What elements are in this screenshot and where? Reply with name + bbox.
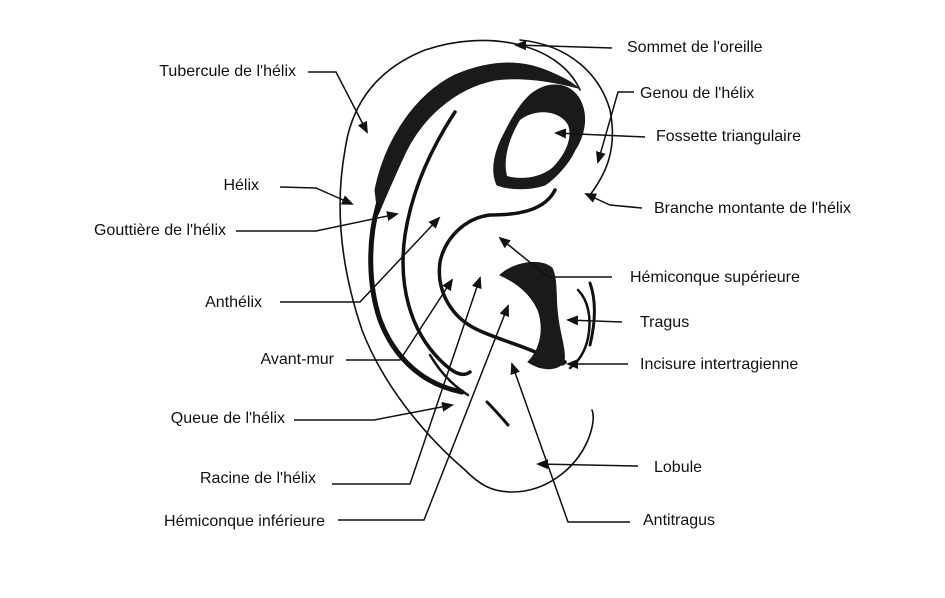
- ear-rim-right: [519, 39, 614, 196]
- pointer-helix: [279, 186, 354, 205]
- label-antitragus: Antitragus: [643, 512, 715, 529]
- pointer-avant-mur: [346, 278, 454, 361]
- helix-left-line: [368, 202, 465, 395]
- helix-tail-mark: [485, 400, 510, 427]
- pointer-queue: [294, 401, 454, 421]
- pointer-antitragus: [510, 362, 630, 523]
- pointer-anthelix: [280, 216, 441, 303]
- ear-outer-contour: [339, 39, 594, 493]
- label-avant-mur: Avant-mur: [260, 351, 334, 368]
- label-lobule: Lobule: [654, 459, 702, 476]
- pointer-hemiconque-sup: [498, 236, 612, 278]
- label-gouttiere: Gouttière de l'hélix: [94, 222, 226, 239]
- pointer-racine: [332, 276, 482, 485]
- pointer-tubercule: [308, 71, 368, 134]
- label-racine: Racine de l'hélix: [200, 470, 316, 487]
- triangular-fossa-light: [505, 112, 570, 178]
- anthelix-line: [401, 110, 472, 377]
- label-sommet: Sommet de l'oreille: [627, 39, 763, 56]
- pointer-gouttiere: [236, 211, 399, 232]
- ear-drawing: [339, 39, 614, 493]
- pointers: [236, 40, 646, 523]
- label-hemiconque-sup: Hémiconque supérieure: [630, 269, 800, 286]
- label-tubercule: Tubercule de l'hélix: [159, 63, 296, 80]
- label-anthelix: Anthélix: [205, 294, 262, 311]
- pointer-genou: [595, 91, 634, 164]
- pointer-lobule: [536, 459, 639, 470]
- label-genou: Genou de l'hélix: [640, 85, 754, 102]
- concha-superior: [499, 261, 565, 370]
- pointer-fossette: [554, 128, 646, 139]
- label-queue: Queue de l'hélix: [171, 410, 285, 427]
- helix-band: [374, 62, 580, 216]
- label-hemiconque-inf: Hémiconque inférieure: [164, 513, 325, 530]
- labels: Sommet de l'oreille Genou de l'hélix Fos…: [94, 39, 851, 530]
- pointer-sommet: [514, 40, 613, 51]
- label-fossette: Fossette triangulaire: [656, 128, 801, 145]
- label-tragus: Tragus: [640, 314, 689, 331]
- pointer-hemiconque-inf: [338, 304, 510, 521]
- tragus-edge: [588, 281, 596, 347]
- label-incisure: Incisure intertragienne: [640, 356, 798, 373]
- tragus-shape: [568, 288, 591, 370]
- label-branche: Branche montante de l'hélix: [654, 200, 851, 217]
- pointer-branche: [584, 193, 643, 209]
- pointer-tragus: [566, 315, 623, 326]
- label-helix: Hélix: [223, 177, 259, 194]
